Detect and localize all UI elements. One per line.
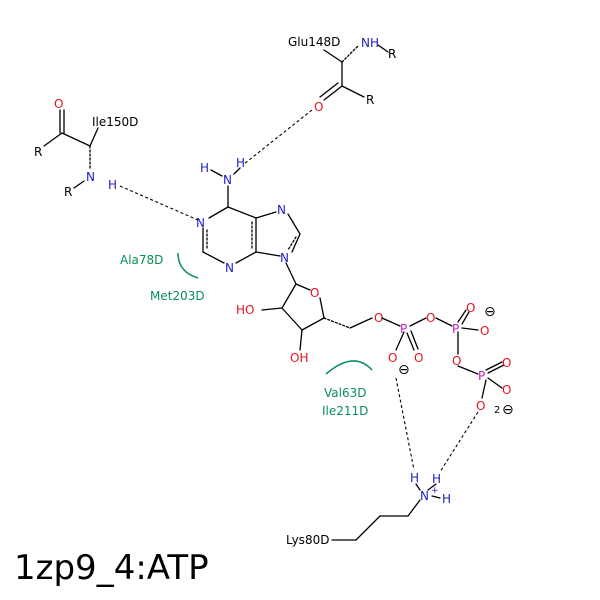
hbond-glu-amine [243,109,313,165]
ribose-ring: O HO OH O [236,262,383,365]
glu-r-group-2: R [366,93,374,107]
phosphate-o-gamma-3: O [476,399,485,413]
lys-h-atom-3: H [442,492,451,506]
val63-label: Val63D [324,386,366,400]
ile150-r-group-1: R [34,145,42,159]
ribose-o5-atom: O [374,311,383,325]
glu-r-group-1: R [388,47,396,61]
hbond-lys-alpha [395,377,415,471]
adenine-n9-atom: N [280,251,289,265]
hydrogen-bonds [119,109,479,473]
hydrophobic-contacts: Ala78D Met203D Val63D Ile211D [120,252,373,418]
lys-plus-charge: + [431,486,439,496]
charge-minus-icon-3: ⊖ [502,402,514,418]
glu-o-atom: O [314,100,323,114]
hydrophobic-arc-val-ile [325,360,373,375]
ile150-o-atom: O [54,97,63,111]
lys-h-atom-1: H [410,471,419,485]
ile150-label: Ile150D [92,115,138,129]
ribose-oh-group: OH [290,351,308,365]
lys-h-atom-2: H [432,472,441,486]
phosphate-o-beta-top: O [466,301,475,315]
phosphate-chain: P O P O O O P O O O O O ⊖ ⊖ 2 ⊖ [381,301,514,418]
phosphate-o-alpha-1: O [388,351,397,365]
hbond-ile150-n1 [119,185,199,221]
diagram-title: 1zp9_4:ATP [14,548,209,588]
hydrophobic-arc-ala-met [177,252,199,279]
phosphate-p-beta: P [452,322,459,336]
adenine-n1-atom: N [196,216,205,230]
ribose-ho-group: HO [236,303,254,317]
amine-n-atom: N [223,173,232,187]
phosphate-o-bridge-2: O [452,354,461,368]
phosphate-o-alpha-2: O [414,351,423,365]
ala78-label: Ala78D [120,253,163,267]
ribose-o-atom: O [310,286,319,300]
residue-glu148: Glu148D N H R R O [288,35,396,114]
residue-lys80: Lys80D N + H H H [286,471,451,547]
lys80-label: Lys80D [286,533,329,547]
charge-minus-icon-2: ⊖ [398,362,410,378]
phosphate-o-beta-side: O [480,324,489,338]
glu-h-atom: H [370,36,379,50]
phosphate-o-gamma-2: O [502,383,511,397]
met203-label: Met203D [150,289,205,303]
adenine-ring: N H H N N N N [196,156,301,275]
adenine-n7-atom: N [277,203,286,217]
hbond-lys-gamma [439,411,479,473]
glu148-label: Glu148D [288,35,340,49]
ile211-label: Ile211D [322,404,368,418]
residue-ile150: O Ile150D R N H R [34,97,138,199]
amine-h-atom-2: H [236,156,245,170]
phosphate-p-gamma: P [478,369,485,383]
ile150-r-group-2: R [64,185,72,199]
glu-n-atom: N [361,36,370,50]
lys-n-atom: N [420,489,429,503]
ile150-h-atom: H [108,178,117,192]
charge-two-label: 2 [494,405,500,416]
adenine-n3-atom: N [225,261,234,275]
charge-minus-icon-1: ⊖ [484,304,496,320]
phosphate-p-alpha: P [400,322,407,336]
amine-h-atom-1: H [200,161,209,175]
phosphate-o-gamma-1: O [502,356,511,370]
ile150-n-atom: N [86,170,95,184]
phosphate-o-bridge-1: O [426,311,435,325]
